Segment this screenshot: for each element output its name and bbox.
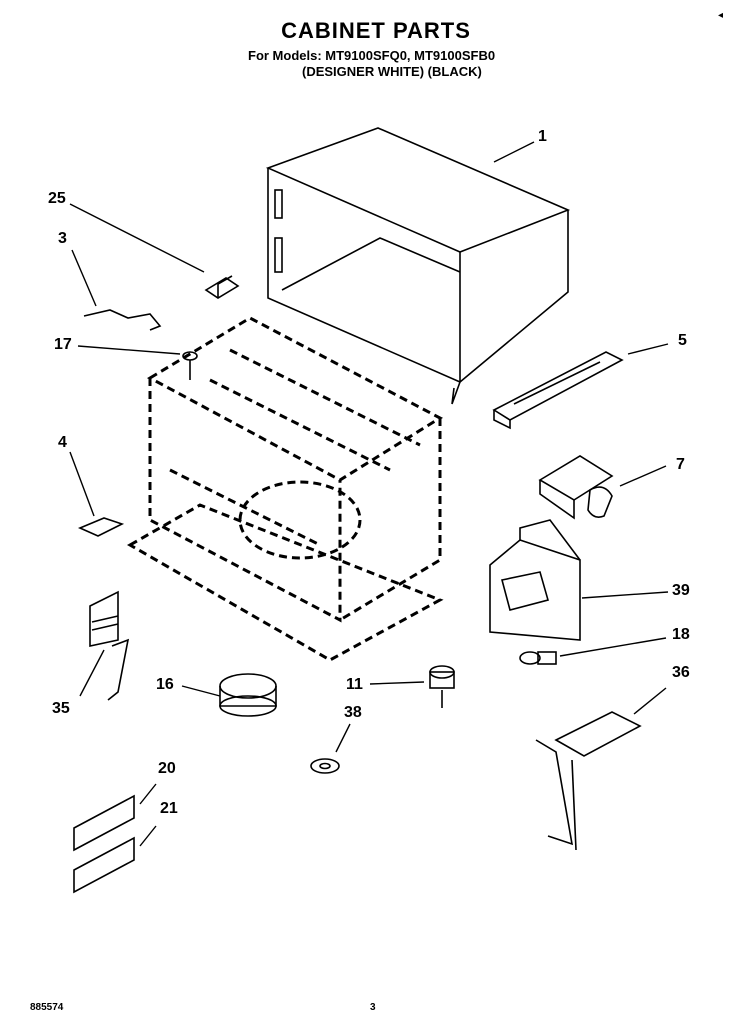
part-38-ring bbox=[310, 758, 340, 774]
callout-39: 39 bbox=[672, 582, 690, 599]
callout-16: 16 bbox=[156, 676, 174, 693]
callout-3: 3 bbox=[58, 230, 67, 247]
callout-38: 38 bbox=[344, 704, 362, 721]
colors-line: (DESIGNER WHITE) (BLACK) bbox=[302, 64, 482, 79]
callout-36: 36 bbox=[672, 664, 690, 681]
part-20-plate bbox=[73, 794, 135, 852]
callout-25: 25 bbox=[48, 190, 66, 207]
part-17-pin bbox=[182, 351, 198, 380]
part-5-rail bbox=[492, 351, 624, 430]
part-3-bracket bbox=[83, 309, 162, 331]
part-11-coupler bbox=[429, 665, 455, 708]
page-title: CABINET PARTS bbox=[281, 18, 471, 43]
oven-cavity-dashed bbox=[126, 316, 444, 662]
callout-35: 35 bbox=[52, 700, 70, 717]
leader-lines bbox=[69, 141, 669, 847]
part-16-motor bbox=[219, 673, 277, 717]
part-1-cabinet-wrapper bbox=[265, 127, 571, 405]
callout-5: 5 bbox=[678, 332, 687, 349]
doc-number: 885574 bbox=[30, 1002, 64, 1013]
part-21-plate bbox=[73, 836, 135, 894]
callout-7: 7 bbox=[676, 456, 685, 473]
callout-4: 4 bbox=[58, 434, 67, 451]
callout-21: 21 bbox=[160, 800, 178, 817]
models-line: For Models: MT9100SFQ0, MT9100SFB0 bbox=[248, 48, 496, 63]
callout-11: 11 bbox=[346, 676, 363, 693]
part-25-bracket bbox=[204, 275, 240, 299]
part-18-lamp bbox=[519, 651, 557, 665]
part-35-bracket bbox=[89, 590, 130, 701]
corner-mark: ◂ bbox=[718, 10, 724, 21]
callout-20: 20 bbox=[158, 760, 176, 777]
part-7-bracket bbox=[538, 455, 614, 520]
callout-18: 18 bbox=[672, 626, 690, 643]
callout-17: 17 bbox=[54, 336, 72, 353]
part-39-duct bbox=[489, 519, 581, 641]
page-number: 3 bbox=[370, 1002, 376, 1013]
part-36-plate bbox=[535, 711, 642, 851]
callout-1: 1 bbox=[538, 128, 547, 145]
part-4-bracket bbox=[77, 517, 125, 537]
